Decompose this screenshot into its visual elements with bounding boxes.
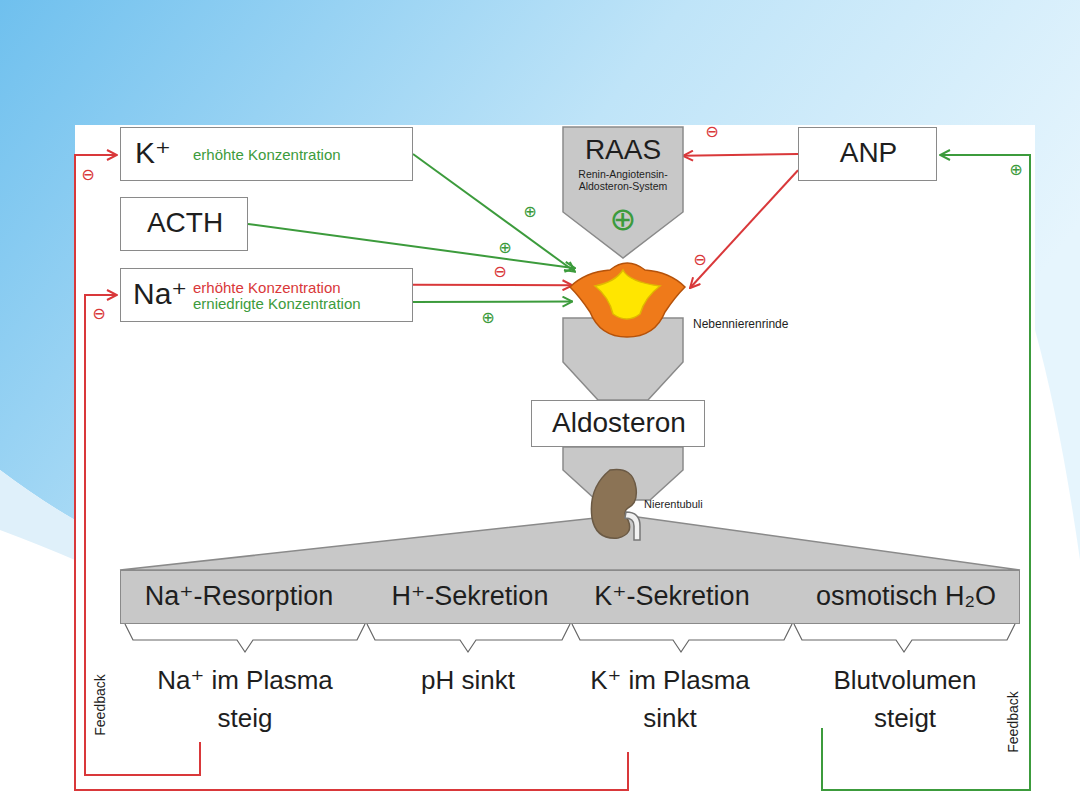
sign-symbol: ⊕ xyxy=(610,203,637,235)
feedback-label: Feedback xyxy=(93,674,107,735)
bracket xyxy=(572,624,792,652)
kidney-shape-outline xyxy=(588,468,648,540)
bracket xyxy=(367,624,570,652)
funnel xyxy=(120,515,1020,570)
sign-symbol: ⊖ xyxy=(493,264,506,280)
adrenal-cortex-outline xyxy=(595,270,660,319)
node-label: Na⁺ xyxy=(133,277,187,310)
node-label: ANP xyxy=(840,138,898,169)
node-label: K⁺-Sekretion xyxy=(594,582,749,612)
sign-symbol: ⊖ xyxy=(705,124,718,140)
sign-symbol: ⊕ xyxy=(498,240,511,256)
regulation-arrow xyxy=(413,284,573,287)
sign-symbol: ⊕ xyxy=(523,204,536,220)
node-label: Nierentubuli xyxy=(644,498,703,510)
node-label: erhöhte Konzentration xyxy=(193,147,341,164)
node-label: Nebennierenrinde xyxy=(693,318,788,331)
sign-symbol: ⊕ xyxy=(481,310,494,326)
bracket xyxy=(125,624,365,652)
adrenal-cortex-outline xyxy=(565,252,690,342)
system-funnel: RAAS Renin-Angiotensin-Aldosteron-System ⊕ xyxy=(563,127,683,258)
ion-box: Na⁺ erhöhte Konzentrationerniedrigte Konz… xyxy=(120,268,413,322)
effect-band: Na⁺-Resorption H⁺-Sekretion K⁺-Sekretion os… xyxy=(120,570,1020,624)
node-label: RAAS xyxy=(585,135,661,166)
outcome-text: Blutvolumen steigt xyxy=(815,662,995,737)
feedback-line xyxy=(85,295,200,775)
node-label: H⁺-Sekretion xyxy=(392,582,549,612)
node-label: erhöhte Konzentration xyxy=(193,280,341,297)
outcome-text: Na⁺ im Plasma steig xyxy=(140,662,350,737)
regulation-arrow xyxy=(413,301,573,304)
adrenal-cortex: Nebennierenrinde xyxy=(565,252,690,342)
background-swoosh xyxy=(0,470,75,560)
sign-symbol: ⊖ xyxy=(92,306,105,322)
regulation-arrow xyxy=(690,170,798,288)
node-label: Renin-Angiotensin-Aldosteron-System xyxy=(565,169,681,192)
feedback-label: Feedback xyxy=(1006,691,1020,752)
sign-symbol: ⊖ xyxy=(693,252,706,268)
kidney-shape-outline xyxy=(591,469,636,538)
ion-box: K⁺ erhöhte Konzentration xyxy=(120,127,413,181)
node-label: Na⁺-Resorption xyxy=(145,582,333,612)
feedback-line xyxy=(75,155,628,790)
regulation-arrow xyxy=(248,224,575,268)
regulation-arrow xyxy=(683,154,798,156)
system-funnel-outline xyxy=(563,127,683,258)
panel xyxy=(75,125,1035,795)
sign-symbol: ⊕ xyxy=(1009,162,1022,178)
outcome-text: K⁺ im Plasma sinkt xyxy=(570,662,770,737)
kidney-shape: Nierentubuli xyxy=(588,468,648,540)
hormone-box: Aldosteron xyxy=(531,400,705,447)
outcome-text: pH sinkt xyxy=(378,662,558,700)
bracket xyxy=(794,624,1015,652)
node-label: ACTH xyxy=(147,208,223,239)
node-label: erniedrigte Konzentration xyxy=(193,296,361,313)
adrenal-cortex-outline xyxy=(570,263,685,337)
node-label: K⁺ xyxy=(135,136,171,169)
regulation-arrow xyxy=(413,154,575,272)
hormone-box: ANP xyxy=(798,127,937,181)
node-label: osmotisch H₂O xyxy=(816,582,996,612)
hormone-box: ACTH xyxy=(120,197,248,251)
node-label: Aldosteron xyxy=(552,408,686,439)
kidney-shape-outline xyxy=(625,512,640,540)
sign-symbol: ⊖ xyxy=(81,167,94,183)
